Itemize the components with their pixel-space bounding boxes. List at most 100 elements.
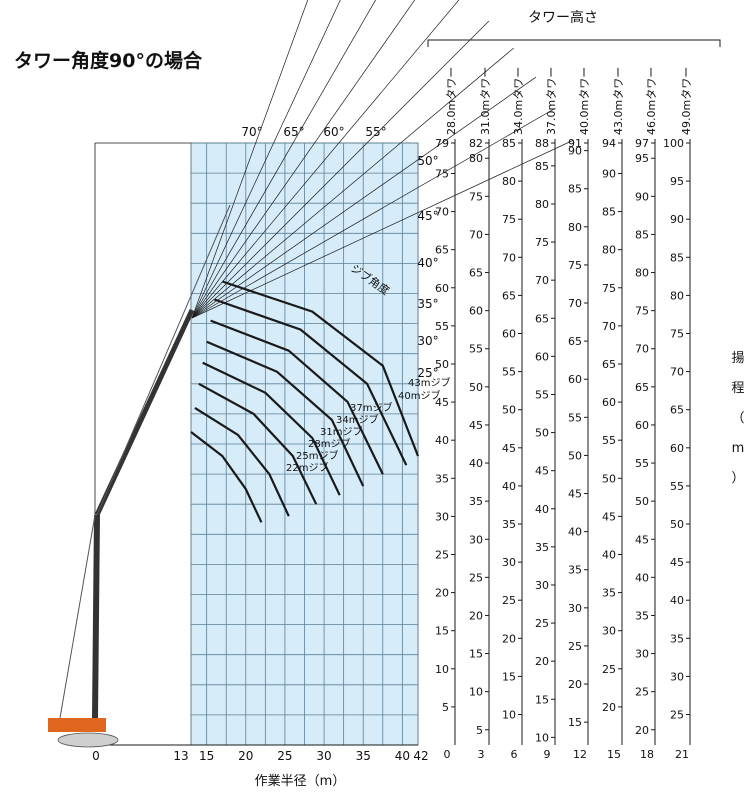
tower-scale-tick-label: 95: [670, 175, 684, 188]
tower-scale-min: 0: [444, 748, 451, 761]
tower-scale-tick-label: 20: [469, 609, 483, 622]
tower-scale-tick-label: 75: [469, 190, 483, 203]
tower-scale-tick-label: 95: [635, 152, 649, 165]
y-axis-label-char: （: [731, 411, 744, 426]
tower-scale-tick-label: 15: [568, 716, 582, 729]
tower-scale-tick-label: 5: [442, 701, 449, 714]
tower-scale-tick-label: 40: [469, 457, 483, 470]
x-tick-label: 15: [199, 749, 214, 763]
tower-scale-tick-label: 40: [502, 480, 516, 493]
tower-scale-tick-label: 70: [435, 206, 449, 219]
x-tick-label: 42: [413, 749, 428, 763]
jib-angle-line: [191, 0, 460, 319]
tower-scale-tick-label: 55: [635, 457, 649, 470]
tower-scale-tick-label: 75: [602, 282, 616, 295]
tower-scale-tick-label: 70: [635, 343, 649, 356]
jib-angle-line: [191, 107, 556, 319]
series-label: 40mジブ: [398, 389, 440, 402]
tower-scale-tick-label: 40: [635, 571, 649, 584]
jib-angle-line: [191, 20, 490, 319]
tower-scale-tick-label: 80: [469, 152, 483, 165]
jib-angle-label: 55°: [365, 125, 386, 139]
tower-scale-tick-label: 75: [670, 328, 684, 341]
series-line: [198, 382, 318, 505]
jib-angle-line: [191, 0, 377, 319]
tower-scale-tick-label: 85: [635, 228, 649, 241]
tower-scale-tick-label: 91: [568, 137, 582, 150]
tower-scale-tick-label: 65: [602, 358, 616, 371]
tower-scale-tick-label: 15: [469, 648, 483, 661]
tower-scale-tick-label: 80: [535, 198, 549, 211]
jib-angle-label: 30°: [417, 334, 438, 348]
tower-scale-tick-label: 30: [469, 533, 483, 546]
tower-scale-tick-label: 35: [469, 495, 483, 508]
jib-angle-label: 60°: [323, 125, 344, 139]
tower-scale-min: 3: [478, 748, 485, 761]
tower-scale-tick-label: 25: [568, 640, 582, 653]
tower-scale-tick-label: 55: [568, 411, 582, 424]
tower-scale-tick-label: 5: [476, 724, 483, 737]
tower-scale-tick-label: 55: [670, 480, 684, 493]
tower-scale-tick-label: 60: [670, 442, 684, 455]
tower-scale-tick-label: 30: [602, 625, 616, 638]
x-tick-label: 35: [356, 749, 371, 763]
tower-scale-tick-label: 60: [469, 305, 483, 318]
tower-scale-name: 46.0mタワー: [645, 67, 658, 135]
tower-scale-tick-label: 75: [635, 305, 649, 318]
tower-scale-tick-label: 65: [635, 381, 649, 394]
tower-scale-tick-label: 20: [602, 701, 616, 714]
jib-angle-label: 35°: [417, 297, 438, 311]
x-tick-label: 0: [92, 749, 100, 763]
tower-scale-tick-label: 45: [635, 533, 649, 546]
tower-scale-tick-label: 60: [435, 282, 449, 295]
tower-scale-tick-label: 55: [602, 434, 616, 447]
tower-scale-tick-label: 75: [535, 236, 549, 249]
tower-scale-tick-label: 60: [502, 328, 516, 341]
tower-scale-tick-label: 65: [435, 244, 449, 257]
tower-scale-tick-label: 35: [535, 541, 549, 554]
tower-scale-name: 37.0mタワー: [545, 67, 558, 135]
jib-angle-label: 65°: [283, 125, 304, 139]
tower-scale-tick-label: 25: [635, 686, 649, 699]
jib-curves: [190, 280, 420, 523]
series-label: 43mジブ: [408, 376, 450, 389]
crane-body: [48, 718, 106, 732]
tower-scale-tick-label: 79: [435, 137, 449, 150]
tower-scale-tick-label: 25: [602, 663, 616, 676]
tower-scale-tick-label: 30: [670, 670, 684, 683]
tower-scale-tick-label: 70: [502, 251, 516, 264]
tower-scale-tick-label: 55: [535, 388, 549, 401]
tower-scale-tick-label: 85: [670, 251, 684, 264]
tower-scale-tick-label: 100: [663, 137, 684, 150]
grid-lines: [191, 143, 418, 745]
tower-scale-tick-label: 35: [568, 564, 582, 577]
tower-scale-tick-label: 45: [502, 442, 516, 455]
tower-scale-tick-label: 70: [535, 274, 549, 287]
tower-scale-tick-label: 97: [635, 137, 649, 150]
tower-scale-tick-label: 65: [568, 335, 582, 348]
tower-scale-name: 49.0mタワー: [680, 67, 693, 135]
tower-scale-tick-label: 88: [535, 137, 549, 150]
tower-scale-tick-label: 85: [568, 183, 582, 196]
tower-scale-tick-label: 80: [568, 221, 582, 234]
chart-title: タワー角度90°の場合: [14, 50, 202, 72]
jib-angle-line: [191, 0, 309, 319]
tower-scale-tick-label: 25: [435, 548, 449, 561]
tower-scale-tick-label: 50: [502, 404, 516, 417]
x-tick-label: 20: [238, 749, 253, 763]
tower-scale-tick-label: 80: [670, 289, 684, 302]
tower-scale-tick-label: 65: [502, 289, 516, 302]
tower-scale-tick-label: 45: [469, 419, 483, 432]
jib-angle-line: [191, 0, 416, 319]
y-axis-label-char: ）: [731, 471, 744, 486]
series-line: [221, 280, 420, 457]
tower-scale-min: 15: [607, 748, 621, 761]
x-tick-label: 40: [395, 749, 410, 763]
series-line: [202, 361, 341, 496]
tower-scale-tick-label: 50: [535, 427, 549, 440]
series-label: 37mジブ: [350, 401, 392, 414]
tower-scale-tick-label: 35: [602, 587, 616, 600]
tower-scale-tick-label: 45: [568, 488, 582, 501]
jib-angle-label: 25°: [417, 366, 438, 380]
tower-scale-tick-label: 50: [469, 381, 483, 394]
